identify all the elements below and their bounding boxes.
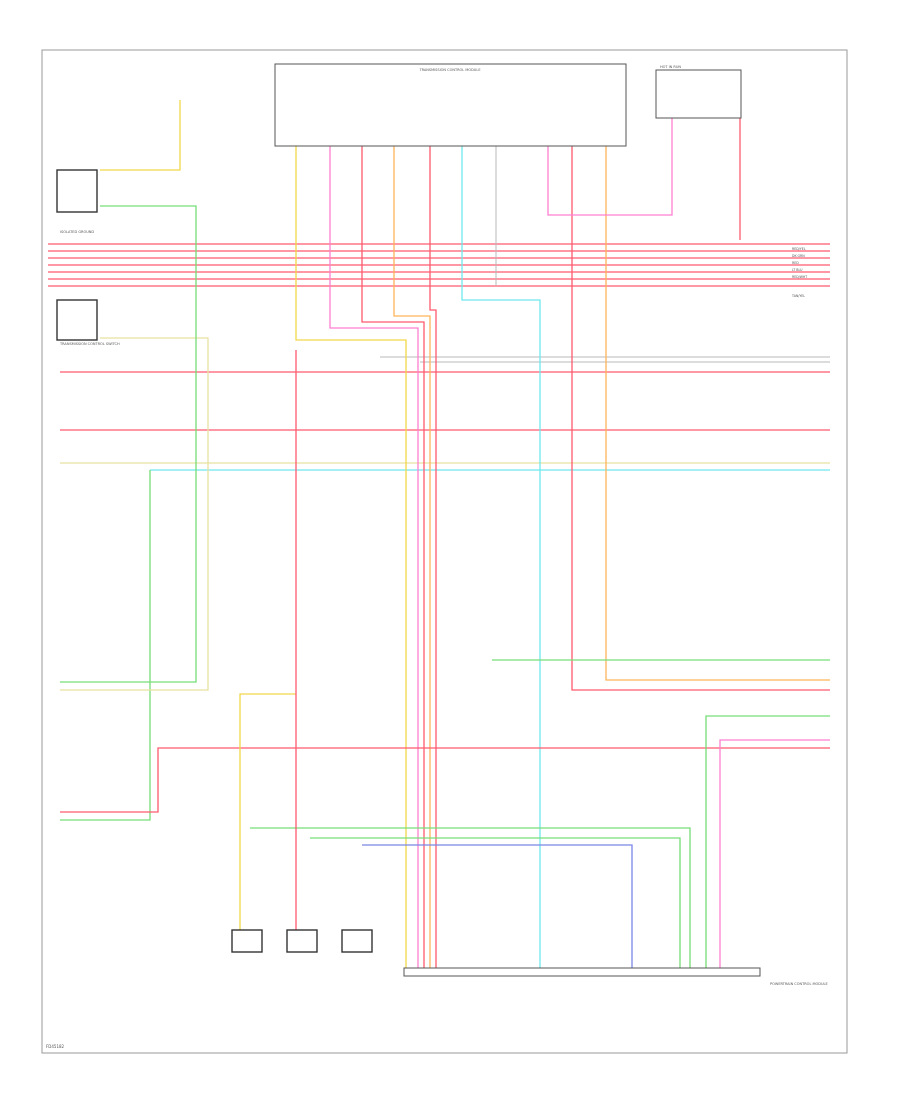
wire-lightyellow-b [60,337,209,691]
wire-pink-b [547,118,673,216]
bus-label-1: DK GRN [792,254,805,258]
wire-green-e [705,715,830,970]
bus-label-3: LT BLU [792,268,803,272]
wire-labels: RED/YEL DK GRN RED LT BLU RED/WHT TAN/YEL [791,247,807,298]
diagram-code: FD45182 [46,1044,65,1049]
wire-red-b [429,145,437,970]
tcm-title: TRANSMISSION CONTROL MODULE [418,68,480,72]
sensor-a [231,929,263,953]
components: TRANSMISSION CONTROL MODULE HOT IN RUN P… [46,63,828,1049]
bus-label-2: RED [792,261,799,265]
wire-green-f [60,205,197,683]
wire-green-c [250,827,691,970]
wire-pink [329,145,419,970]
wire-blue [362,844,633,970]
hot-in-run-label: HOT IN RUN [660,65,681,69]
wire-cyan [461,145,541,970]
tcm-box [274,63,627,147]
wire-green-d [310,837,681,970]
wire-red-e [60,747,830,813]
bus-label-5: TAN/YEL [791,294,805,298]
diagram-frame [41,49,848,1054]
wire-green-b [60,470,151,821]
tcs-label: TRANSMISSION CONTROL SWITCH [59,342,120,346]
wire-yellow [295,145,407,970]
wires [48,100,830,970]
sensor-b [286,929,318,953]
wire-orange [393,145,431,970]
wire-red-c [571,145,830,691]
wire-orange-b [605,145,830,681]
pcm-box [403,967,761,977]
wire-yellow-b [239,693,296,930]
wire-yellow-c [100,100,181,171]
hot-in-run-fuse-box [655,69,742,119]
switch-upper [56,169,98,213]
wire-pink-c [719,739,830,970]
transmission-control-switch [56,299,98,341]
wire-red-a [361,145,425,970]
sensor-c [341,929,373,953]
pcm-label: POWERTRAIN CONTROL MODULE [770,982,828,986]
bus-label-0: RED/YEL [792,247,806,251]
bus-label-4: RED/WHT [792,275,807,279]
isolated-ground-label: ISOLATED GROUND [60,230,94,234]
